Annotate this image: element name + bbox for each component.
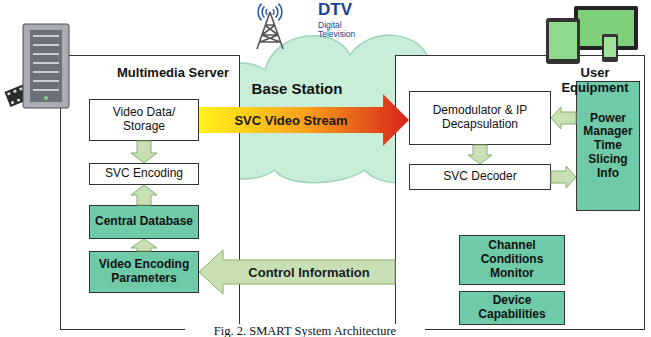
box-label: Demodulator & IP Decapsulation bbox=[414, 104, 546, 132]
block-arrow bbox=[199, 250, 395, 294]
devices-icon bbox=[396, 56, 406, 66]
box-label: Video Encoding Parameters bbox=[94, 258, 194, 286]
figure-caption: Fig. 2. SMART System Architecture bbox=[185, 324, 425, 337]
box-label: Power Manager Time Slicing Info bbox=[581, 112, 635, 181]
block-arrow bbox=[131, 141, 157, 163]
edge-label: Control Information bbox=[248, 265, 369, 280]
module-box: Power Manager Time Slicing Info bbox=[576, 81, 640, 211]
box-label: Device Capabilities bbox=[464, 294, 560, 322]
group-title: Base Station bbox=[227, 80, 367, 97]
box-label: Channel Conditions Monitor bbox=[464, 239, 560, 280]
logo-subtext: Digital Television bbox=[318, 21, 370, 39]
server-icon bbox=[61, 56, 71, 66]
module-box: Channel Conditions Monitor bbox=[459, 235, 565, 285]
module-box: Device Capabilities bbox=[459, 291, 565, 325]
process-box: Demodulator & IP Decapsulation bbox=[409, 91, 551, 145]
module-box: Video Encoding Parameters bbox=[89, 251, 199, 293]
edge-label: SVC Video Stream bbox=[234, 113, 347, 128]
process-box: SVC Encoding bbox=[89, 163, 199, 185]
antenna-tower bbox=[257, 12, 283, 49]
box-label: SVC Decoder bbox=[443, 170, 516, 184]
module-box: Central Database bbox=[89, 205, 199, 239]
stream-arrow bbox=[199, 94, 409, 146]
logo-text: DTV bbox=[318, 1, 352, 19]
equipment-panel: Demodulator & IP DecapsulationSVC Decode… bbox=[395, 55, 645, 330]
block-arrow bbox=[131, 185, 157, 205]
box-label: SVC Encoding bbox=[105, 167, 183, 181]
block-arrow bbox=[468, 145, 492, 164]
radio-waves bbox=[258, 4, 282, 21]
block-arrow bbox=[551, 107, 576, 129]
process-box: Video Data/ Storage bbox=[89, 99, 199, 141]
block-arrow bbox=[131, 239, 157, 251]
group-title: Multimedia Server bbox=[107, 65, 239, 80]
group-title: User Equipment bbox=[546, 65, 644, 95]
process-box: SVC Decoder bbox=[409, 164, 551, 190]
box-label: Central Database bbox=[95, 215, 193, 229]
box-label: Video Data/ Storage bbox=[94, 106, 194, 134]
block-arrow bbox=[551, 166, 576, 188]
